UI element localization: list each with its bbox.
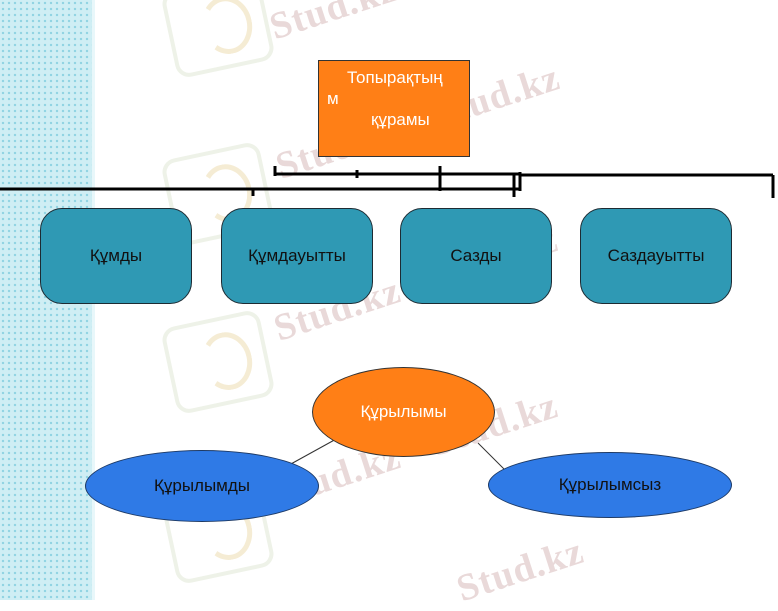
structureless-ellipse: Құрылымсыз (488, 452, 732, 518)
structure-ellipse: Құрылымы (312, 367, 495, 457)
composition-title-line: Топырақтың (347, 68, 443, 87)
connector-structure-right (477, 442, 506, 471)
category-box-clay: Сазды (400, 208, 552, 304)
structured-ellipse: Құрылымды (85, 450, 319, 522)
composition-title-line: құрамы (371, 110, 430, 129)
composition-title-line: м (327, 89, 339, 108)
category-box-clay-loam: Саздауытты (580, 208, 732, 304)
soil-composition-box: Топырақтың м құрамы (318, 60, 470, 157)
category-box-sandy-loam: Құмдауытты (221, 208, 373, 304)
category-box-sandy: Құмды (40, 208, 192, 304)
